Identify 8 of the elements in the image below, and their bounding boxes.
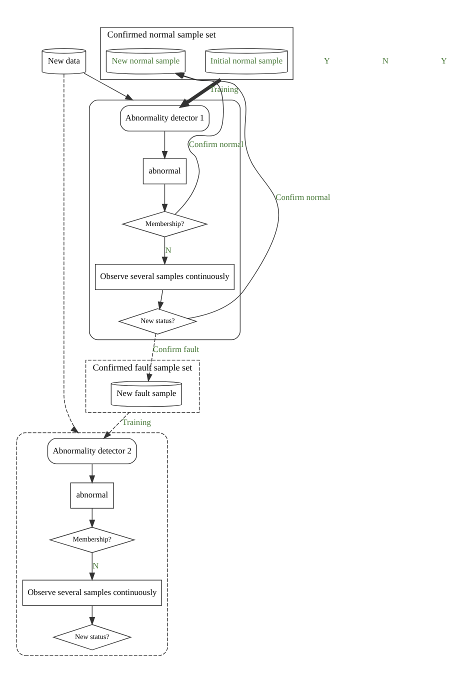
edge-label: N (165, 244, 172, 255)
label: Y (440, 55, 447, 66)
edge-label: Training (122, 416, 151, 427)
label: N (382, 55, 388, 66)
edge-label: Confirm normal (276, 192, 330, 202)
label: Y (324, 55, 330, 66)
edge-label: N (92, 560, 99, 571)
edge-label: Confirm fault (152, 344, 200, 354)
